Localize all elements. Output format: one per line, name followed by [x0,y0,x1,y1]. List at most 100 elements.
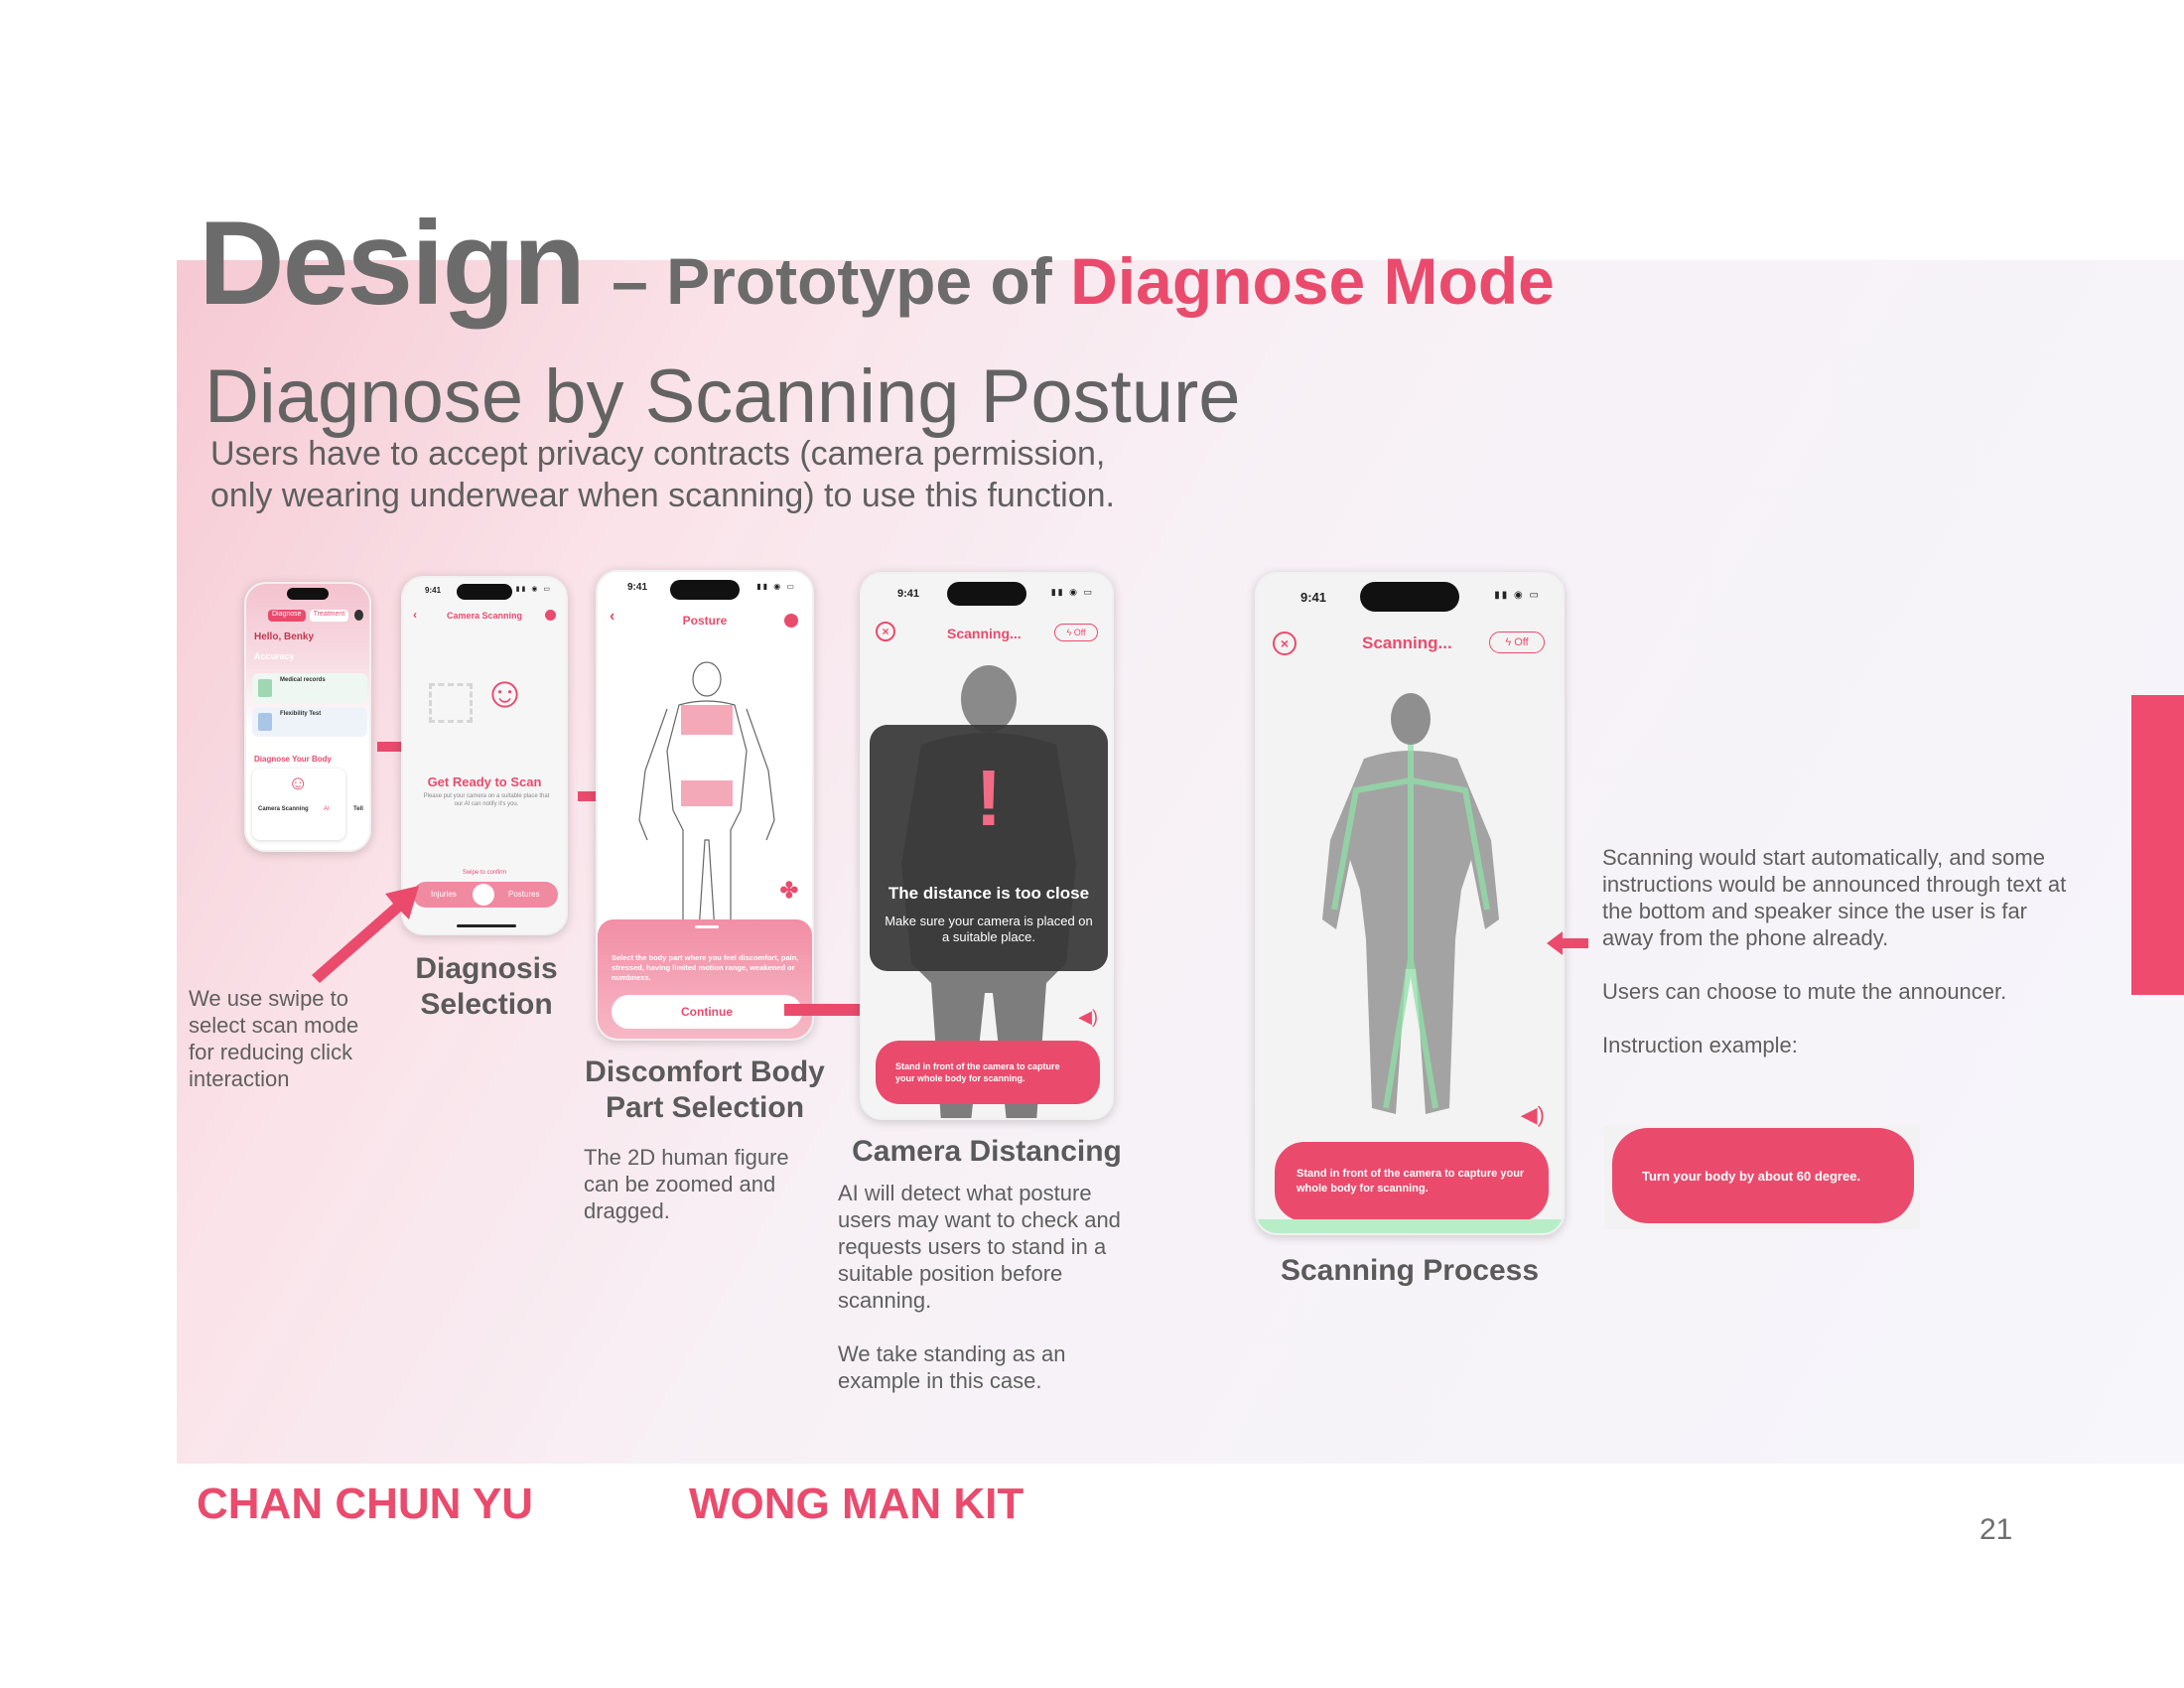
warning-title: The distance is too close [887,884,1090,903]
flash-toggle[interactable]: ϟ Off [1489,632,1545,653]
swipe-note: We use swipe to select scan mode for red… [189,986,359,1091]
card-next[interactable]: Tell [349,769,369,840]
status-icons: ▮▮ ◉ ▭ [1494,590,1541,601]
status-time: 9:41 [627,582,648,593]
card-title: Camera Scanning [258,806,309,812]
alert-icon: ! [975,754,1003,842]
warning-card: ! The distance is too close Make sure yo… [870,725,1108,971]
screen-header: Camera Scanning [446,611,523,621]
camera-note-1: AI will detect what posture users may wa… [838,1181,1121,1313]
body-figure-2d[interactable] [619,661,794,949]
avatar[interactable] [354,610,363,621]
phone-notch [670,580,740,600]
swipe-toggle[interactable]: Injuries Postures [413,882,558,908]
arrow-left-icon [1547,931,1588,955]
flash-label: Off [1073,628,1086,637]
ai-badge: AI [324,806,330,812]
instruction-pill: Stand in front of the camera to capture … [876,1041,1100,1104]
rotate-figure-icon[interactable]: ✤ [779,878,798,903]
status-icons: ▮▮ ◉ ▭ [756,582,796,591]
caption-scanning-process: Scanning Process [1280,1254,1540,1287]
phone-home: Diagnose Treatment Hello, Benky Accuracy… [244,582,371,852]
intro-text: Users have to accept privacy contracts (… [210,433,1302,516]
example-box: Turn your body by about 60 degree. [1604,1126,1920,1229]
author-1: CHAN CHUN YU [197,1479,533,1528]
card-icon [258,713,272,731]
example-pill: Turn your body by about 60 degree. [1612,1128,1914,1223]
example-text: Turn your body by about 60 degree. [1642,1168,1861,1184]
author-2: WONG MAN KIT [689,1479,1024,1528]
home-indicator [457,924,516,927]
arrow-right-icon [784,995,884,1025]
title-dash: – Prototype of [612,244,1071,318]
card-title: Tell [353,806,363,812]
sheet-handle-icon[interactable] [695,925,719,928]
scan-illustration: ☺ [429,671,544,737]
scan-glow [1257,1219,1563,1233]
subtitle: Diagnose by Scanning Posture [205,354,1241,439]
card-title: Flexibility Test [280,711,322,717]
screen-header: Posture [682,614,728,628]
option-postures[interactable]: Postures [508,890,540,899]
status-time: 9:41 [1300,590,1327,605]
continue-button[interactable]: Continue [612,995,802,1029]
option-injuries[interactable]: Injuries [431,890,457,899]
caption-diagnosis-selection: Diagnosis Selection [415,952,558,1021]
camera-note: AI will detect what posture users may wa… [838,1180,1136,1394]
card-icon [258,679,272,697]
screen-header: Scanning... [947,626,1022,641]
caption-discomfort: Discomfort Body Part Selection [585,1055,825,1124]
arrow-diagonal-icon [312,886,419,983]
discomfort-note: The 2D human figure can be zoomed and dr… [584,1145,789,1223]
right-note-1: Scanning would start automatically, and … [1602,845,2067,950]
tab-diagnose[interactable]: Diagnose [268,610,306,622]
phone-scanning-process: 9:41 ▮▮ ◉ ▭ × Scanning... ϟ Off ◀) Stand… [1255,572,1565,1235]
close-icon[interactable]: × [876,622,895,641]
card-flexibility-test[interactable]: Flexibility Test [252,707,367,737]
help-icon[interactable] [784,614,798,628]
card-camera-scanning[interactable]: ☺ Camera Scanning AI [252,769,345,840]
intro-line-1: Users have to accept privacy contracts (… [210,435,1106,473]
tab-treatment[interactable]: Treatment [309,610,349,622]
card-title: Medical records [280,677,326,683]
phone-notch [947,582,1026,606]
title-main: Design [199,197,586,330]
phone-notch [457,584,512,600]
back-icon[interactable]: ‹ [610,608,615,625]
status-icons: ▮▮ ◉ ▭ [515,586,552,593]
card-medical-records[interactable]: Medical records [252,673,367,703]
status-time: 9:41 [425,586,442,595]
swipe-hint: Swipe to confirm [462,870,507,876]
right-note-3: Instruction example: [1602,1033,1798,1057]
instruction-text: Stand in front of the camera to capture … [1297,1168,1525,1195]
ready-heading: Get Ready to Scan [427,774,542,789]
swipe-knob[interactable] [473,884,494,906]
instruction-text: Stand in front of the camera to capture … [895,1061,1060,1083]
page-title: Design – Prototype of Diagnose Mode [199,195,1555,332]
person-icon: ☺ [482,668,527,717]
instruction-pill: Stand in front of the camera to capture … [1275,1142,1549,1221]
right-note: Scanning would start automatically, and … [1602,844,2069,1058]
bottom-sheet: Select the body part where you feel disc… [598,919,812,1039]
ready-body: Please put your camera on a suitable pla… [423,793,550,807]
tab-bar: Diagnose Treatment [268,610,363,622]
back-icon[interactable]: ‹ [413,608,417,622]
flash-toggle[interactable]: ϟ Off [1054,624,1098,641]
speaker-icon[interactable]: ◀) [1520,1102,1545,1127]
speaker-icon[interactable]: ◀) [1078,1007,1098,1027]
intro-line-2: only wearing underwear when scanning) to… [210,477,1115,514]
page-number: 21 [1979,1513,2013,1546]
phone-notch [287,588,329,600]
caption-camera-distancing: Camera Distancing [852,1135,1122,1168]
side-tab [2131,695,2184,995]
screen-header: Scanning... [1362,633,1452,652]
title-accent: Diagnose Mode [1070,244,1555,318]
status-icons: ▮▮ ◉ ▭ [1050,587,1094,597]
phone-camera-distancing: 9:41 ▮▮ ◉ ▭ × Scanning... ϟ Off ! The di… [860,572,1114,1120]
close-icon[interactable]: × [1273,632,1297,655]
phone-notch [1360,582,1459,612]
figure-icon: ☺ [288,773,309,794]
flash-label: Off [1514,636,1529,648]
warning-body: Make sure your camera is placed on a sui… [885,914,1093,944]
help-icon[interactable] [545,610,556,621]
